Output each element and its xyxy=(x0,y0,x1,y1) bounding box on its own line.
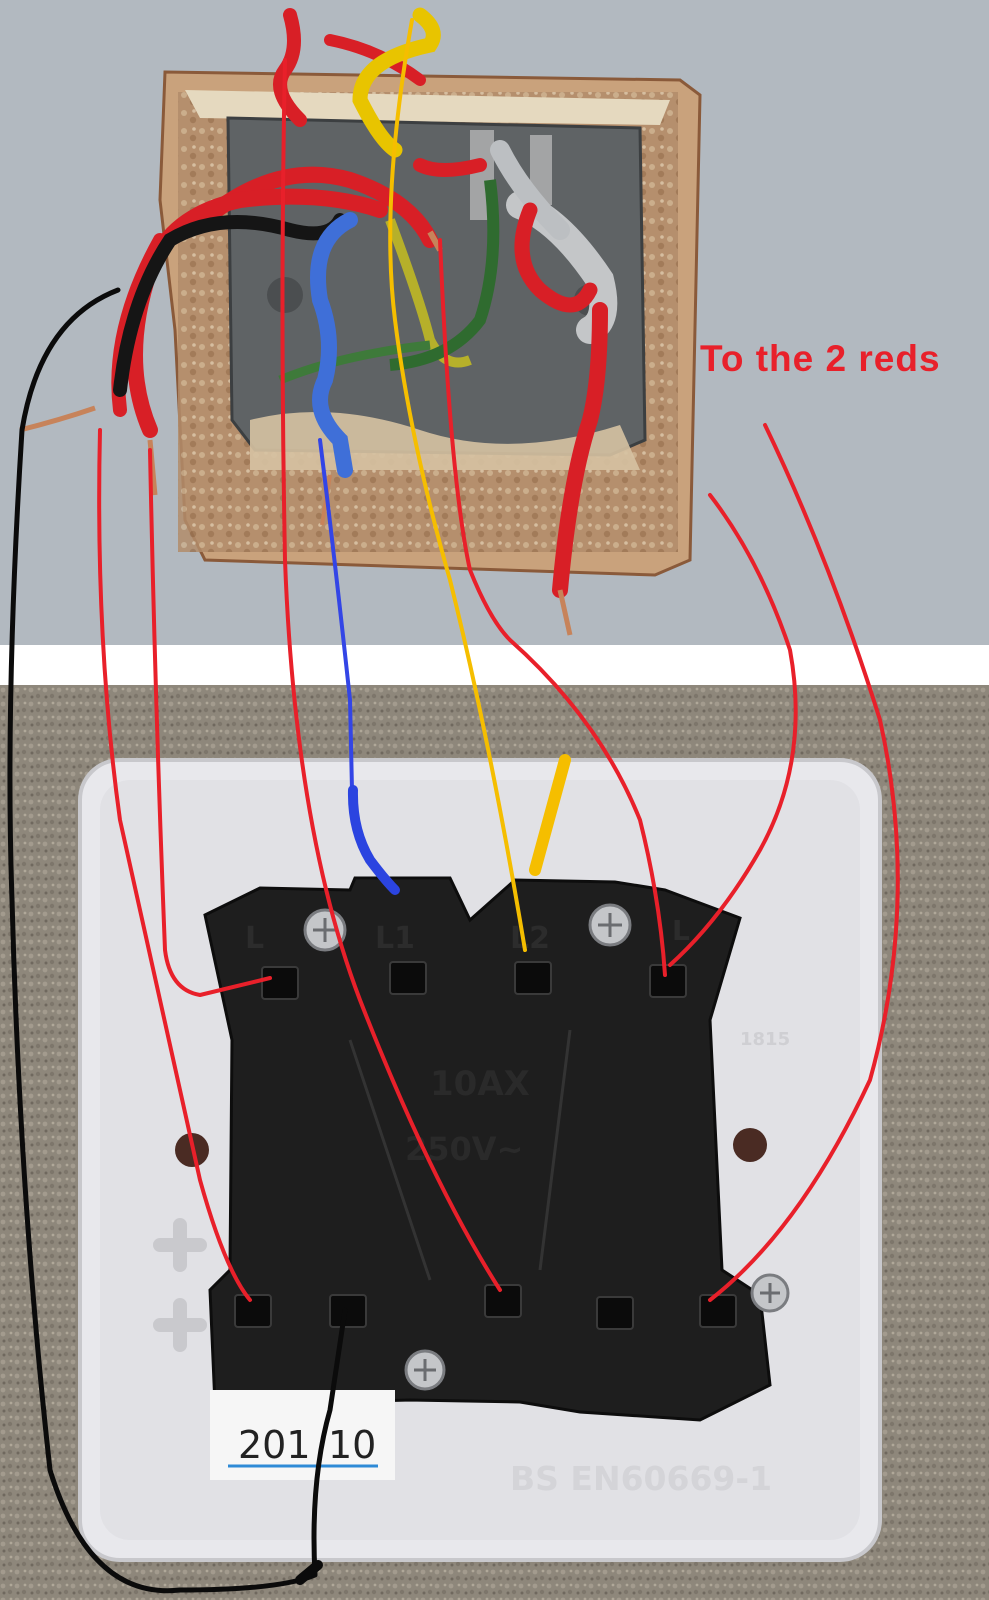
annotation-wires xyxy=(7,18,900,1594)
terminal-slot-bottom-2 xyxy=(329,1294,367,1328)
terminal-label-l2: L2 xyxy=(510,921,550,956)
red-wire-annotation-to-reds-1 xyxy=(668,493,798,967)
terminal-screw xyxy=(404,1349,446,1391)
terminal-slot-l2 xyxy=(514,961,552,995)
date-code-suffix: 10 xyxy=(328,1423,376,1467)
blue-wire-annotation xyxy=(318,438,354,792)
red-wire-annotation-bottom-left xyxy=(97,428,252,1302)
side-mark: 1815 xyxy=(740,1029,790,1050)
switch-mechanism xyxy=(203,876,772,1422)
date-code: 201 xyxy=(238,1423,311,1467)
blue-wire-end xyxy=(347,785,400,895)
terminal-slot-bottom-5 xyxy=(699,1294,737,1328)
yellow-wire-annotation xyxy=(388,18,527,952)
terminal-label-l: L xyxy=(245,921,264,956)
terminal-screw xyxy=(750,1273,790,1313)
terminal-slot-bottom-3 xyxy=(484,1284,522,1318)
terminal-label-l-right: L xyxy=(672,914,690,947)
red-wire-annotation-l xyxy=(148,448,272,997)
terminal-slot-l1 xyxy=(389,961,427,995)
terminal-slot-bottom-1 xyxy=(234,1294,272,1328)
terminal-slot-l-right xyxy=(649,964,687,998)
annotation-label: To the 2 reds xyxy=(700,338,941,379)
standard-mark: BS EN60669-1 xyxy=(510,1459,772,1498)
red-wire-annotation-to-reds-2 xyxy=(708,423,900,1302)
terminal-slot-l xyxy=(261,966,299,1000)
photo-divider xyxy=(0,647,989,685)
yellow-wire-stub xyxy=(529,754,571,876)
red-wire-annotation-l-right xyxy=(438,238,667,977)
current-rating: 10AX xyxy=(430,1064,530,1104)
red-wire-annotation-bottom-center xyxy=(280,58,502,1292)
terminal-slot-bottom-4 xyxy=(596,1296,634,1330)
terminal-screw xyxy=(588,903,632,947)
terminal-label-l1: L1 xyxy=(375,921,415,956)
